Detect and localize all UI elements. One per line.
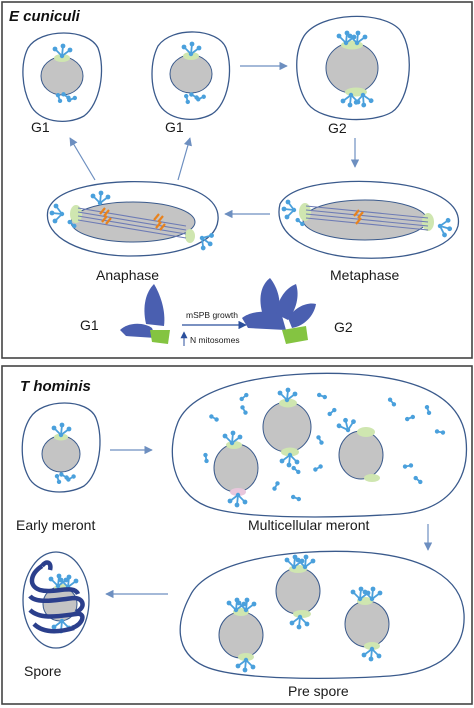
nucleus (169, 54, 213, 94)
spb-g2 (242, 278, 316, 344)
label-mspb-growth: mSPB growth (186, 310, 238, 320)
label-spore: Spore (24, 663, 62, 679)
cell-anaphase (46, 181, 219, 257)
cell-g2 (296, 15, 410, 121)
label-spb-g1: G1 (80, 317, 99, 333)
label-g2: G2 (328, 120, 347, 136)
cell-early-meront (21, 402, 101, 493)
nucleus (40, 56, 84, 96)
label-n-mitosomes: N mitosomes (190, 335, 240, 345)
polar-tube (28, 560, 85, 634)
chromosomes (99, 207, 166, 231)
panel-e-cuniculi (1, 1, 473, 359)
spb-g1 (120, 284, 170, 344)
cell-pre-spore (179, 550, 465, 679)
label-metaphase: Metaphase (330, 267, 399, 283)
nucleus (218, 611, 264, 659)
arrow-anaphase-to-g1-left (69, 137, 96, 181)
cell-g1-right (151, 31, 231, 120)
nucleus (338, 430, 384, 480)
label-anaphase: Anaphase (96, 267, 159, 283)
panel-title-e-cuniculi: E cuniculi (9, 8, 81, 25)
nucleus (344, 600, 390, 648)
cell-metaphase (278, 180, 460, 259)
nucleus (275, 567, 321, 615)
label-multicellular-meront: Multicellular meront (248, 517, 369, 533)
cell-multicellular-meront (171, 372, 468, 518)
arrow-anaphase-to-g1-right (177, 137, 192, 181)
cell-g1-left (22, 32, 103, 122)
panel-title-t-hominis: T hominis (20, 378, 91, 395)
label-g1-right: G1 (165, 119, 184, 135)
spindle (77, 207, 187, 239)
label-g1-left: G1 (31, 119, 50, 135)
label-pre-spore: Pre spore (288, 683, 349, 699)
chromosomes (353, 209, 364, 225)
label-spb-g2: G2 (334, 319, 353, 335)
spindle (305, 205, 429, 231)
panel-t-hominis (1, 365, 473, 705)
label-early-meront: Early meront (16, 517, 95, 533)
nucleus (213, 443, 259, 493)
nucleus (325, 42, 379, 94)
cell-spore (22, 551, 90, 649)
nucleus (262, 401, 312, 453)
nucleus (41, 435, 81, 473)
